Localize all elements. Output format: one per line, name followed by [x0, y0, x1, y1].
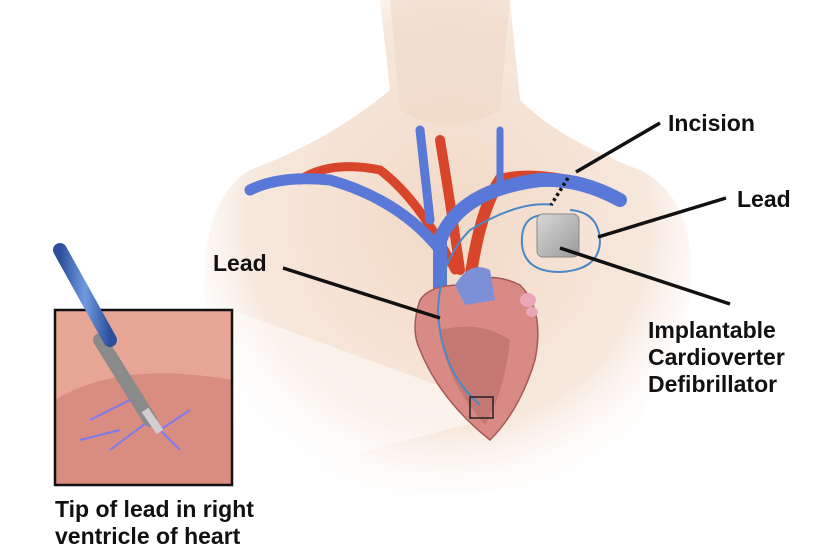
label-lead-heart: Lead: [213, 250, 267, 276]
icd-device: [536, 213, 580, 258]
inset-caption-line2: ventricle of heart: [55, 523, 241, 549]
lead-loop: [520, 209, 602, 274]
label-incision: Incision: [668, 110, 755, 136]
label-icd-line1: Implantable: [648, 317, 776, 343]
veins: [244, 125, 627, 337]
lead-wire: [436, 203, 554, 406]
lead-cable: [53, 243, 117, 347]
heart-zoom-box: [469, 396, 494, 419]
neck: [390, 0, 510, 125]
callout-lines: [282, 121, 731, 320]
label-icd-line2: Cardioverter: [648, 344, 785, 370]
lead-tip-inset: [53, 308, 234, 487]
label-icd-line3: Defibrillator: [648, 371, 778, 397]
zoom-connector: [232, 310, 493, 485]
label-lead-device: Lead: [737, 186, 791, 212]
inset-caption-line1: Tip of lead in right: [55, 496, 254, 522]
